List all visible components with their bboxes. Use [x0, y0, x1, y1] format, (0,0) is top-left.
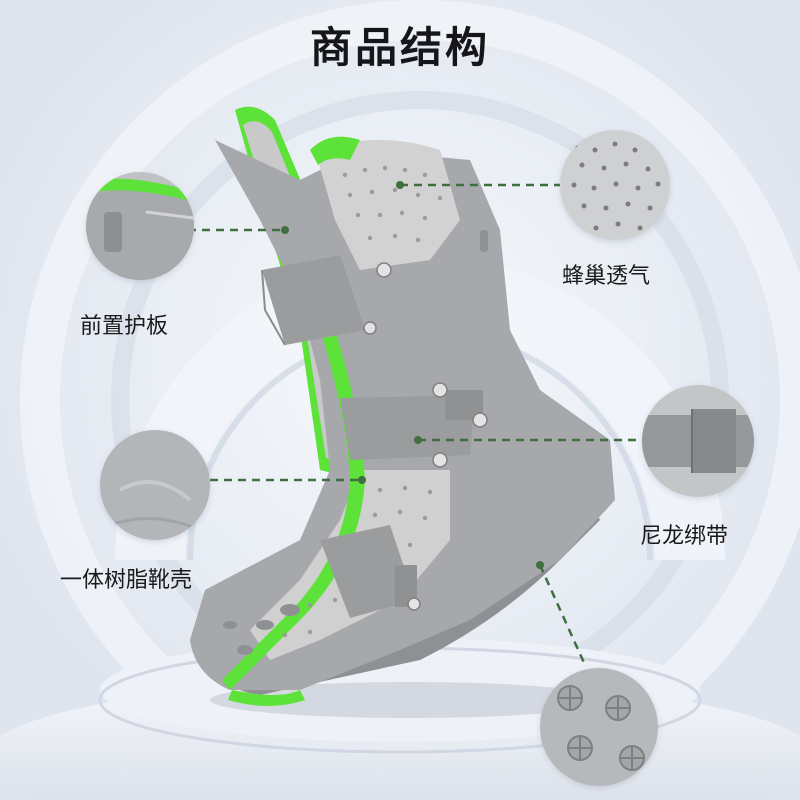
resin-shell-label: 一体树脂靴壳: [60, 568, 193, 593]
front-guard-label: 前置护板: [80, 314, 169, 339]
front-guard-closeup: [86, 172, 194, 280]
breathable-label: 蜂巢透气: [562, 264, 651, 289]
strap-label: 尼龙绑带: [640, 524, 729, 549]
resin-shell-closeup: [100, 430, 210, 540]
velcro-strap-closeup: [642, 385, 754, 497]
perforated-liner-closeup: [560, 130, 670, 240]
anti-slip-sole-closeup: [540, 668, 658, 786]
page-title: 商品结构: [309, 23, 490, 72]
